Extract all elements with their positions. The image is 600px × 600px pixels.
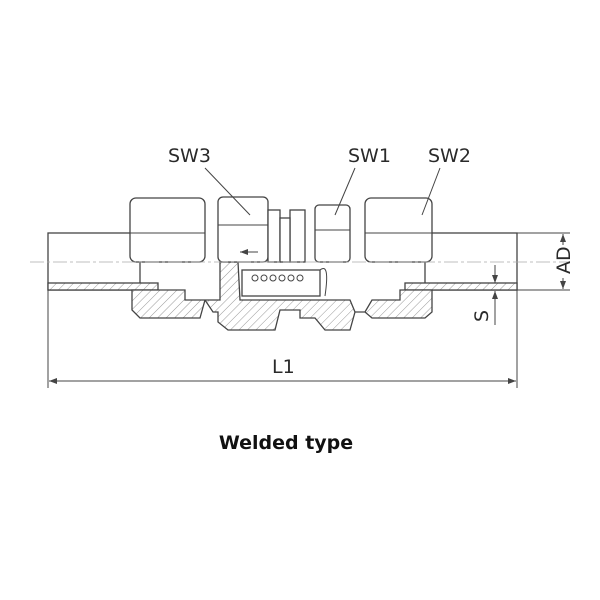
body-center [267,209,281,263]
spring [241,268,328,297]
caption: Welded type [218,432,354,454]
left-tube [47,232,159,291]
body-section [131,261,433,331]
label-ad: AD [553,246,575,274]
label-sw3: SW3 [168,145,211,167]
sw1-nut [314,204,351,263]
label-sw2: SW2 [428,145,471,167]
sw2-nut [364,197,433,263]
left-nut [129,197,206,263]
label-s: S [471,310,493,322]
label-l1: L1 [272,356,295,378]
right-tube [404,232,518,291]
label-sw1: SW1 [348,145,391,167]
